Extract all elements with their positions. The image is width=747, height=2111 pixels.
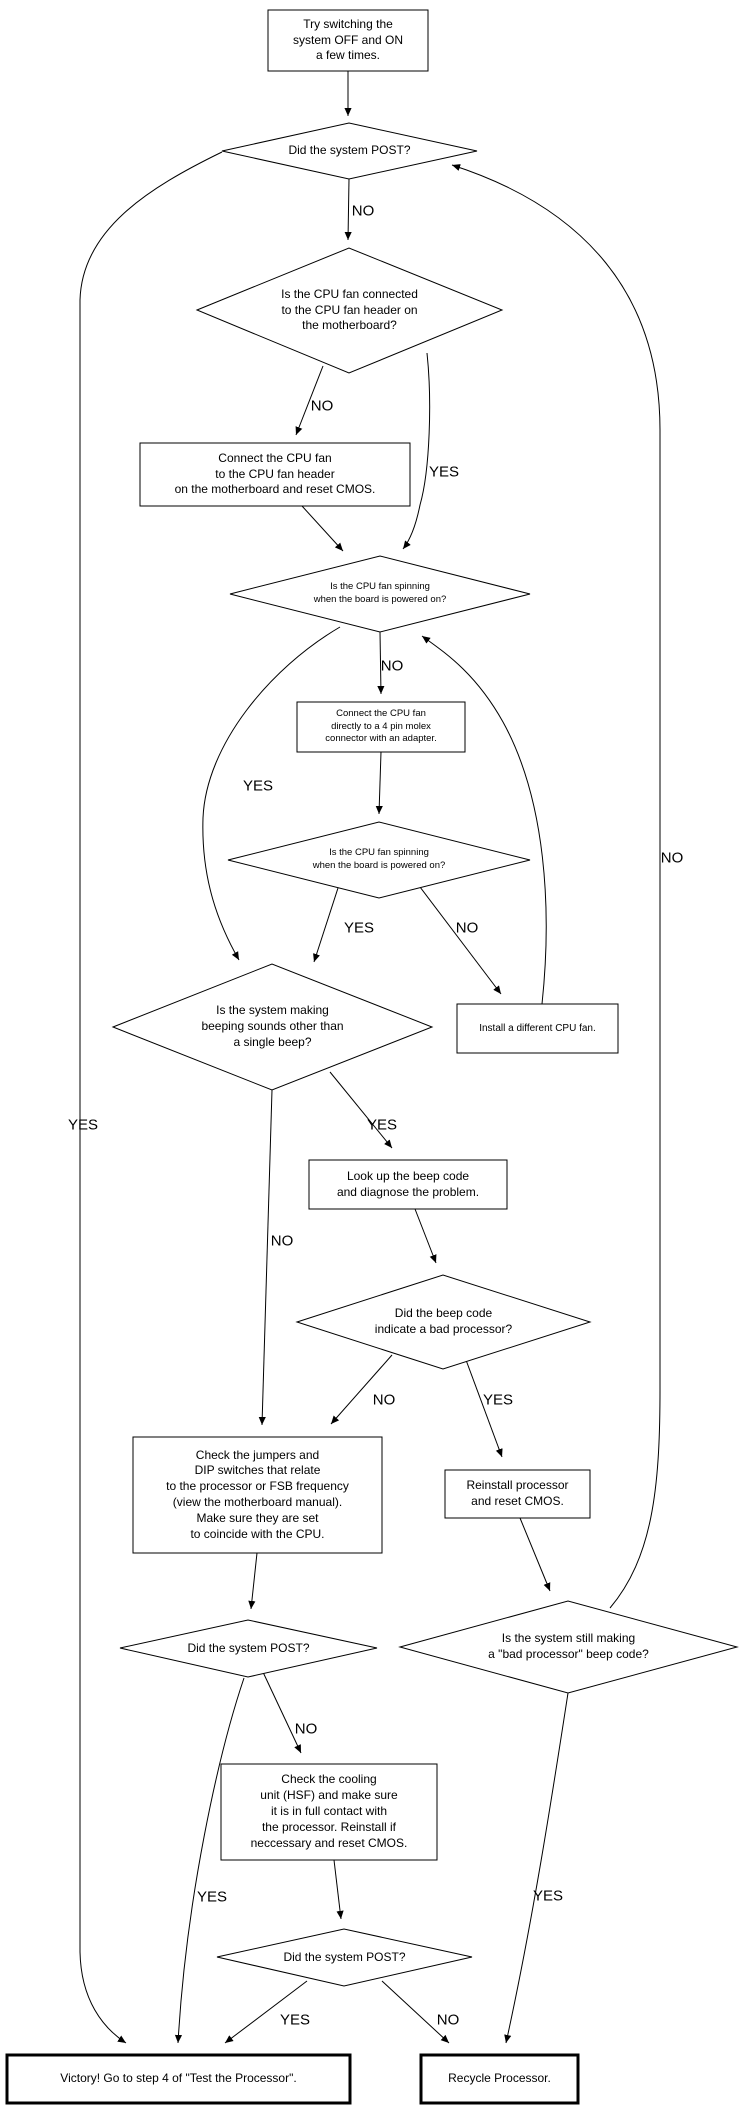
edge-beeping-no-to-jumpers — [258, 1089, 273, 1426]
fan-connected-diamond-shape — [195, 247, 504, 374]
node-shapes — [5, 9, 739, 2105]
edge-connect-header-to-fan-spin1 — [301, 505, 344, 552]
connect-molex-box-shape — [296, 701, 466, 753]
start-box-shape — [267, 9, 429, 72]
edge-install-fan-to-fan-spin1 — [421, 635, 547, 1005]
reinstall-processor-box-shape — [444, 1469, 591, 1519]
post-check-1-diamond-shape — [221, 122, 478, 180]
edge-post1-yes-to-victory — [79, 151, 223, 2044]
edge-post1-no-to-fan-connected — [344, 178, 352, 241]
edge-beeping-yes-to-lookup — [329, 1071, 393, 1149]
edge-jumpers-to-post2 — [248, 1552, 258, 1610]
edge-fan-spin2-no-to-install-fan — [419, 886, 502, 995]
fan-spinning-1-diamond-shape — [229, 555, 531, 633]
edge-fan-spin1-no-to-connect-molex — [377, 631, 385, 695]
edge-fan-spin2-yes-to-beeping — [313, 887, 339, 963]
check-cooling-box-shape — [220, 1763, 438, 1861]
install-fan-box-shape — [456, 1003, 619, 1054]
edge-beep-bad-no-to-jumpers — [330, 1354, 393, 1425]
edge-lookup-to-beep-bad — [414, 1208, 437, 1264]
edge-reinstall-to-still-beep — [519, 1517, 551, 1592]
edge-fan-connected-no-to-connect-header — [295, 365, 324, 436]
edge-fan-spin1-yes-to-beeping — [202, 626, 341, 961]
beep-bad-processor-diamond-shape — [295, 1274, 592, 1370]
edge-connect-molex-to-fan-spin2 — [375, 751, 383, 815]
edge-still-beep-yes-to-recycle — [504, 1692, 569, 2044]
post-check-2-diamond-shape — [119, 1619, 378, 1678]
edge-post3-no-to-recycle — [381, 1980, 450, 2044]
edge-lines — [79, 71, 661, 2044]
edge-fan-connected-yes-to-fan-spin1 — [402, 352, 431, 550]
edge-post2-yes-to-victory — [174, 1677, 245, 2044]
lookup-beep-code-box-shape — [308, 1159, 508, 1210]
victory-box-shape — [5, 2053, 352, 2105]
check-jumpers-box-shape — [132, 1436, 383, 1554]
edge-beep-bad-yes-to-reinstall — [465, 1359, 503, 1458]
edge-post2-no-to-cooling — [261, 1669, 302, 1754]
post-check-3-diamond-shape — [216, 1928, 473, 1987]
still-bad-beep-diamond-shape — [398, 1600, 739, 1694]
connect-fan-header-box-shape — [139, 442, 411, 507]
edge-still-beep-no-to-post1 — [451, 164, 661, 1609]
edge-cooling-to-post3 — [333, 1859, 344, 1920]
edge-post3-yes-to-victory — [224, 1980, 308, 2044]
beeping-sounds-diamond-shape — [111, 963, 434, 1091]
fan-spinning-2-diamond-shape — [227, 821, 531, 899]
recycle-box-shape — [419, 2053, 580, 2105]
